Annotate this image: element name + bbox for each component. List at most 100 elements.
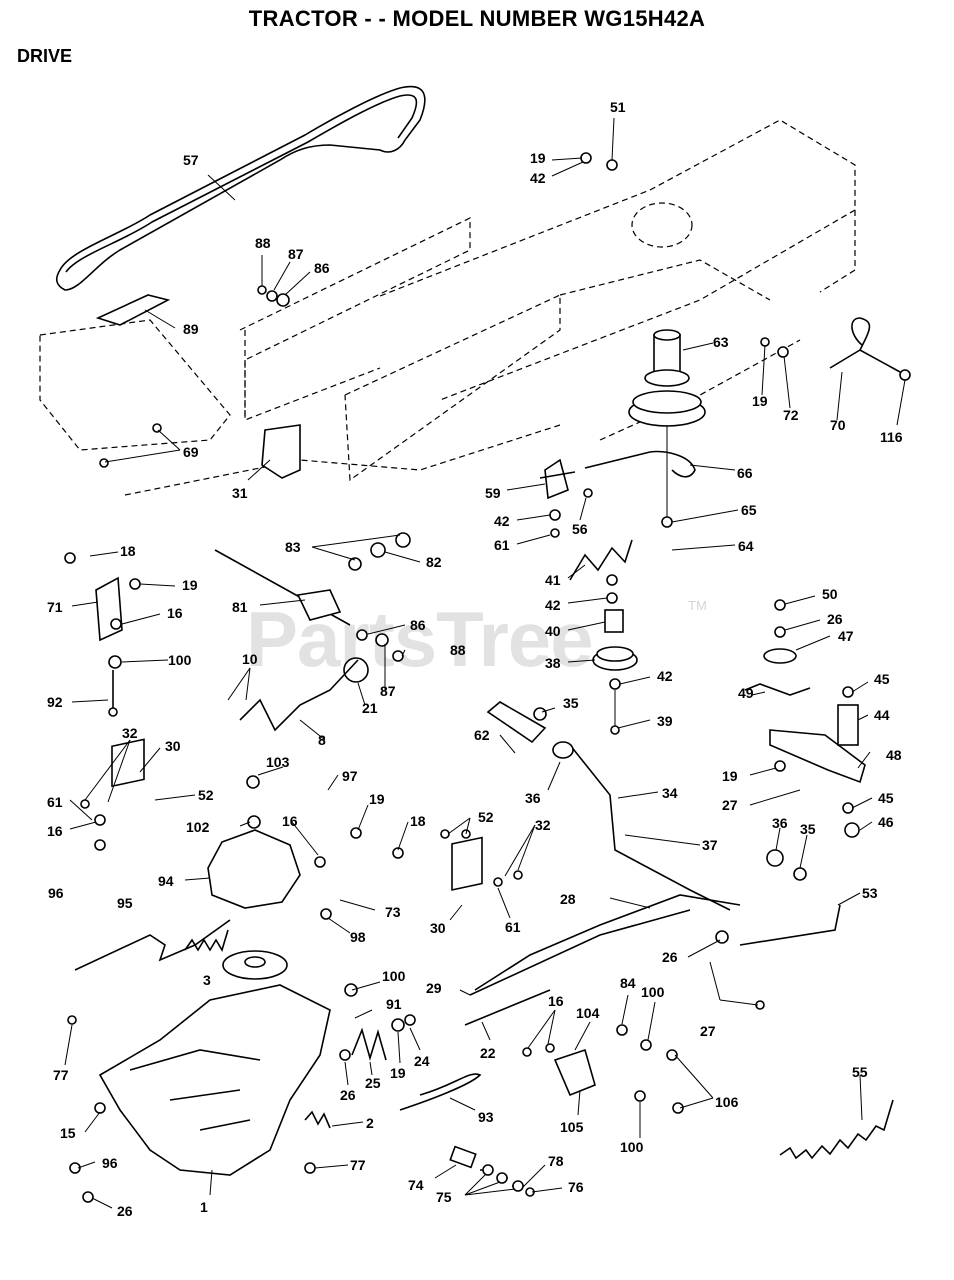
belt-guard <box>95 294 171 326</box>
callout-45a: 45 <box>874 671 890 687</box>
pedal-hub <box>552 741 574 759</box>
callout-38: 38 <box>545 655 561 671</box>
callout-45b: 45 <box>878 790 894 806</box>
callout-61c: 61 <box>505 919 521 935</box>
spacer-44 <box>837 704 859 746</box>
callout-19d: 19 <box>369 791 385 807</box>
roller-62 <box>486 701 547 744</box>
shift-spring <box>184 929 229 952</box>
callout-24: 24 <box>414 1053 430 1069</box>
callout-95: 95 <box>117 895 133 911</box>
callout-21: 21 <box>362 700 378 716</box>
callout-59: 59 <box>485 485 501 501</box>
callout-66: 66 <box>737 465 753 481</box>
spring-25 <box>351 1027 387 1061</box>
callout-42b: 42 <box>494 513 510 529</box>
callout-42c: 42 <box>545 597 561 613</box>
idler-pulley-assembly <box>628 329 706 520</box>
page-title: TRACTOR - - MODEL NUMBER WG15H42A <box>248 6 706 31</box>
control-rod <box>464 989 551 1026</box>
callout-65: 65 <box>741 502 757 518</box>
callout-40: 40 <box>545 623 561 639</box>
bracket-71 <box>95 576 123 642</box>
callout-16c: 16 <box>282 813 298 829</box>
callout-10: 10 <box>242 651 258 667</box>
callout-77b: 77 <box>350 1157 366 1173</box>
callout-37: 37 <box>702 837 718 853</box>
callout-44: 44 <box>874 707 890 723</box>
callout-16d: 16 <box>548 993 564 1009</box>
callout-52a: 52 <box>198 787 214 803</box>
callout-35a: 35 <box>563 695 579 711</box>
callout-32b: 32 <box>535 817 551 833</box>
callout-102: 102 <box>186 819 210 835</box>
callout-8: 8 <box>318 732 326 748</box>
callout-16b: 16 <box>47 823 63 839</box>
callout-96b: 96 <box>102 1155 118 1171</box>
callout-3: 3 <box>203 972 211 988</box>
brake-rod <box>474 894 741 991</box>
callout-98: 98 <box>350 929 366 945</box>
callout-32a: 32 <box>122 725 138 741</box>
bracket-104 <box>553 1048 596 1097</box>
callout-61b: 61 <box>47 794 63 810</box>
bracket-49 <box>744 683 811 696</box>
callout-26b: 26 <box>827 611 843 627</box>
cooling-fan <box>207 829 301 909</box>
pivot-bracket <box>769 729 866 784</box>
callout-35b: 35 <box>800 821 816 837</box>
callout-55: 55 <box>852 1064 868 1080</box>
callout-86a: 86 <box>314 260 330 276</box>
callout-73: 73 <box>385 904 401 920</box>
callout-1: 1 <box>200 1199 208 1215</box>
spacer-74 <box>449 1145 477 1169</box>
callout-28: 28 <box>560 891 576 907</box>
callout-91: 91 <box>386 996 402 1012</box>
callout-106: 106 <box>715 1094 739 1110</box>
callout-49: 49 <box>738 685 754 701</box>
shield-bracket <box>261 424 301 479</box>
callout-29: 29 <box>426 980 442 996</box>
drive-belt <box>55 85 426 291</box>
callout-104: 104 <box>576 1005 600 1021</box>
callout-52b: 52 <box>478 809 494 825</box>
lower-pulley-stack <box>592 609 638 730</box>
bracket-59 <box>539 458 576 500</box>
callout-100a: 100 <box>168 652 192 668</box>
callout-26c: 26 <box>340 1087 356 1103</box>
callout-72: 72 <box>783 407 799 423</box>
callout-97: 97 <box>342 768 358 784</box>
section-heading: DRIVE <box>17 46 73 66</box>
leader-lines <box>64 117 906 1209</box>
callout-75: 75 <box>436 1189 452 1205</box>
transaxle-detail <box>129 1049 261 1131</box>
callout-15: 15 <box>60 1125 76 1141</box>
hardware <box>64 152 911 1203</box>
callout-19e: 19 <box>722 768 738 784</box>
watermark-trademark: TM <box>688 598 707 613</box>
callout-27a: 27 <box>700 1023 716 1039</box>
callout-25: 25 <box>365 1075 381 1091</box>
callout-88b: 88 <box>450 642 466 658</box>
idler-rod <box>829 317 901 373</box>
callout-30a: 30 <box>165 738 181 754</box>
callout-78: 78 <box>548 1153 564 1169</box>
callout-19f: 19 <box>390 1065 406 1081</box>
pulley-47 <box>763 648 797 664</box>
callout-57: 57 <box>183 152 199 168</box>
callout-50: 50 <box>822 586 838 602</box>
tractor-frame <box>39 119 856 496</box>
spring-2 <box>304 1110 331 1129</box>
callout-19c: 19 <box>182 577 198 593</box>
pedal-shaft <box>569 744 731 911</box>
callout-71: 71 <box>47 599 63 615</box>
callout-42a: 42 <box>530 170 546 186</box>
bracket-30-right <box>451 836 483 891</box>
callout-96a: 96 <box>48 885 64 901</box>
callout-100d: 100 <box>620 1139 644 1155</box>
callout-61a: 61 <box>494 537 510 553</box>
callout-89: 89 <box>183 321 199 337</box>
callout-39: 39 <box>657 713 673 729</box>
callout-100c: 100 <box>641 984 665 1000</box>
